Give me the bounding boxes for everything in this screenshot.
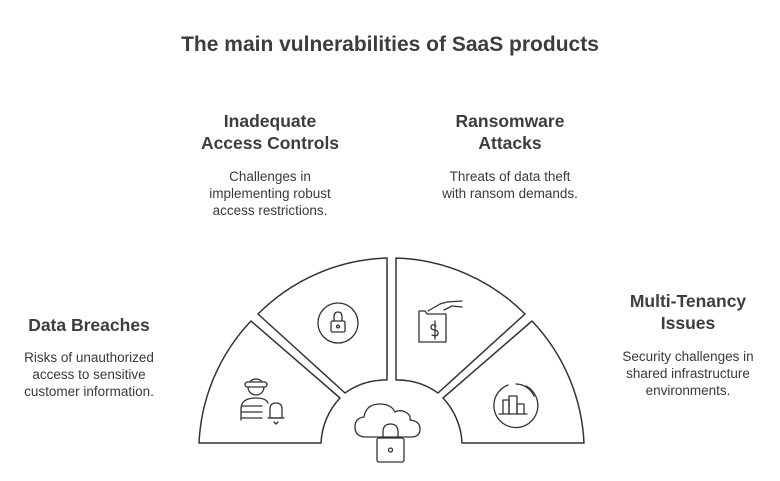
segment-multi-tenancy <box>442 320 585 444</box>
segment-ransomware <box>395 257 526 394</box>
segment-access-controls <box>257 257 388 394</box>
heading-access-controls: Inadequate Access Controls <box>200 111 340 153</box>
heading-data-breaches: Data Breaches <box>28 315 150 335</box>
cloud-lock-icon <box>354 403 421 463</box>
page-title: The main vulnerabilities of SaaS product… <box>181 33 599 56</box>
label-access-controls: Inadequate Access Controls Challenges in… <box>170 110 370 219</box>
description-access-controls: Challenges in implementing robust access… <box>209 169 331 218</box>
ransom-bag-icon <box>418 300 463 343</box>
description-multi-tenancy: Security challenges in shared infrastruc… <box>622 349 754 398</box>
label-data-breaches: Data Breaches Risks of unauthorized acce… <box>0 314 178 400</box>
heading-ransomware: Ransomware Attacks <box>455 111 565 153</box>
label-multi-tenancy: Multi-Tenancy Issues Security challenges… <box>602 290 774 399</box>
shared-buildings-icon <box>493 383 539 429</box>
heading-multi-tenancy: Multi-Tenancy Issues <box>629 291 747 333</box>
spy-alert-icon <box>240 378 285 425</box>
description-ransomware: Threats of data theft with ransom demand… <box>442 169 578 201</box>
description-data-breaches: Risks of unauthorized access to sensitiv… <box>24 350 154 399</box>
lock-icon <box>317 302 359 344</box>
segment-data-breaches <box>198 320 341 444</box>
label-ransomware: Ransomware Attacks Threats of data theft… <box>410 110 610 202</box>
